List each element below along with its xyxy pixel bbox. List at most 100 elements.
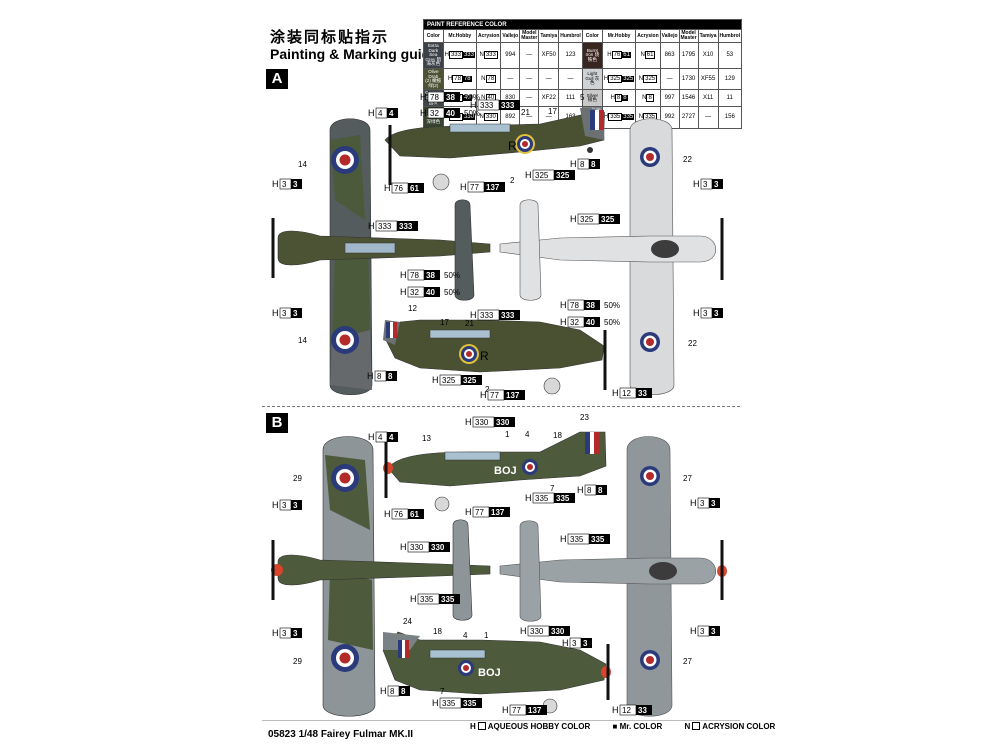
svg-text:32: 32 <box>430 109 439 118</box>
label-a-12: 12 <box>408 304 417 313</box>
svg-text:8: 8 <box>390 687 395 696</box>
svg-text:3: 3 <box>700 499 705 508</box>
svg-text:77: 77 <box>512 706 521 715</box>
svg-text:3: 3 <box>293 501 298 510</box>
svg-text:4: 4 <box>378 109 383 118</box>
label-b-4b: 4 <box>463 631 468 640</box>
b-side-code-letters-2: BOJ <box>478 667 501 679</box>
paint-model-master-cell: 1795 <box>678 42 699 69</box>
svg-text:8: 8 <box>598 486 603 495</box>
svg-text:8: 8 <box>377 372 382 381</box>
svg-text:50%: 50% <box>604 301 620 310</box>
label-b-29b: 29 <box>293 657 302 666</box>
svg-text:325: 325 <box>580 215 594 224</box>
label-a-14: 14 <box>298 160 307 169</box>
svg-text:H: H <box>502 705 509 715</box>
svg-text:H: H <box>693 308 700 318</box>
svg-text:76: 76 <box>394 510 403 519</box>
svg-text:H: H <box>570 159 577 169</box>
svg-text:61: 61 <box>410 184 419 193</box>
svg-text:325: 325 <box>556 171 570 180</box>
svg-text:3: 3 <box>583 639 588 648</box>
svg-text:3: 3 <box>711 627 716 636</box>
b-side-view-top: BOJ <box>383 431 607 512</box>
svg-text:335: 335 <box>570 535 584 544</box>
label-b-1: 1 <box>505 430 510 439</box>
paint-name-cell: Light Gull 灰色 <box>581 67 603 91</box>
svg-text:H: H <box>380 686 387 696</box>
svg-text:333: 333 <box>501 101 515 110</box>
paint-name-cell: Olive Drab (2) 橄榄绿(2) <box>423 67 444 91</box>
label-a-21: 21 <box>465 319 474 328</box>
a-side-view-top <box>384 108 605 191</box>
label-b-4: 4 <box>525 430 530 439</box>
label-a-14b: 14 <box>298 336 307 345</box>
svg-text:78: 78 <box>430 93 439 102</box>
label-b-29: 29 <box>293 474 302 483</box>
svg-text:333: 333 <box>399 222 413 231</box>
svg-text:H: H <box>420 92 427 102</box>
svg-text:40: 40 <box>446 109 455 118</box>
svg-text:325: 325 <box>463 376 477 385</box>
svg-text:50%: 50% <box>444 288 460 297</box>
title-chinese: 涂装同标贴指示 <box>270 29 390 46</box>
svg-text:4: 4 <box>389 109 394 118</box>
svg-text:33: 33 <box>638 389 647 398</box>
svg-text:333: 333 <box>501 311 515 320</box>
svg-text:33: 33 <box>638 706 647 715</box>
svg-text:335: 335 <box>442 699 456 708</box>
paint-table-header: Color Mr.Hobby Acrysion Vallejo Model Ma… <box>423 29 743 43</box>
svg-text:H: H <box>520 626 527 636</box>
svg-text:335: 335 <box>591 535 605 544</box>
svg-text:H: H <box>400 270 407 280</box>
svg-text:12: 12 <box>622 706 631 715</box>
paint-tamiya-cell: — <box>538 67 560 91</box>
svg-text:H: H <box>690 498 697 508</box>
b-side-code-letters: BOJ <box>494 465 517 477</box>
svg-text:H: H <box>560 317 567 327</box>
paint-name-cell: Burnt Iron 烧铁色 <box>581 42 603 69</box>
svg-text:H: H <box>525 170 532 180</box>
svg-text:H: H <box>432 375 439 385</box>
label-b-13: 13 <box>422 434 431 443</box>
label-b-7b: 7 <box>440 687 445 696</box>
paint-model-master-cell: — <box>519 42 540 69</box>
svg-text:335: 335 <box>463 699 477 708</box>
svg-text:8: 8 <box>388 372 393 381</box>
footer-rule <box>262 720 740 721</box>
paint-humbrol-cell: 156 <box>717 106 743 129</box>
svg-text:H: H <box>525 493 532 503</box>
paint-model-master-cell: 1730 <box>678 67 699 91</box>
svg-text:3: 3 <box>703 180 708 189</box>
svg-text:50%: 50% <box>464 93 480 102</box>
svg-text:H: H <box>560 300 567 310</box>
paint-vallejo-cell: — <box>500 67 521 91</box>
svg-text:40: 40 <box>426 288 435 297</box>
svg-text:3: 3 <box>282 501 287 510</box>
svg-text:H: H <box>465 507 472 517</box>
svg-text:H: H <box>470 100 477 110</box>
